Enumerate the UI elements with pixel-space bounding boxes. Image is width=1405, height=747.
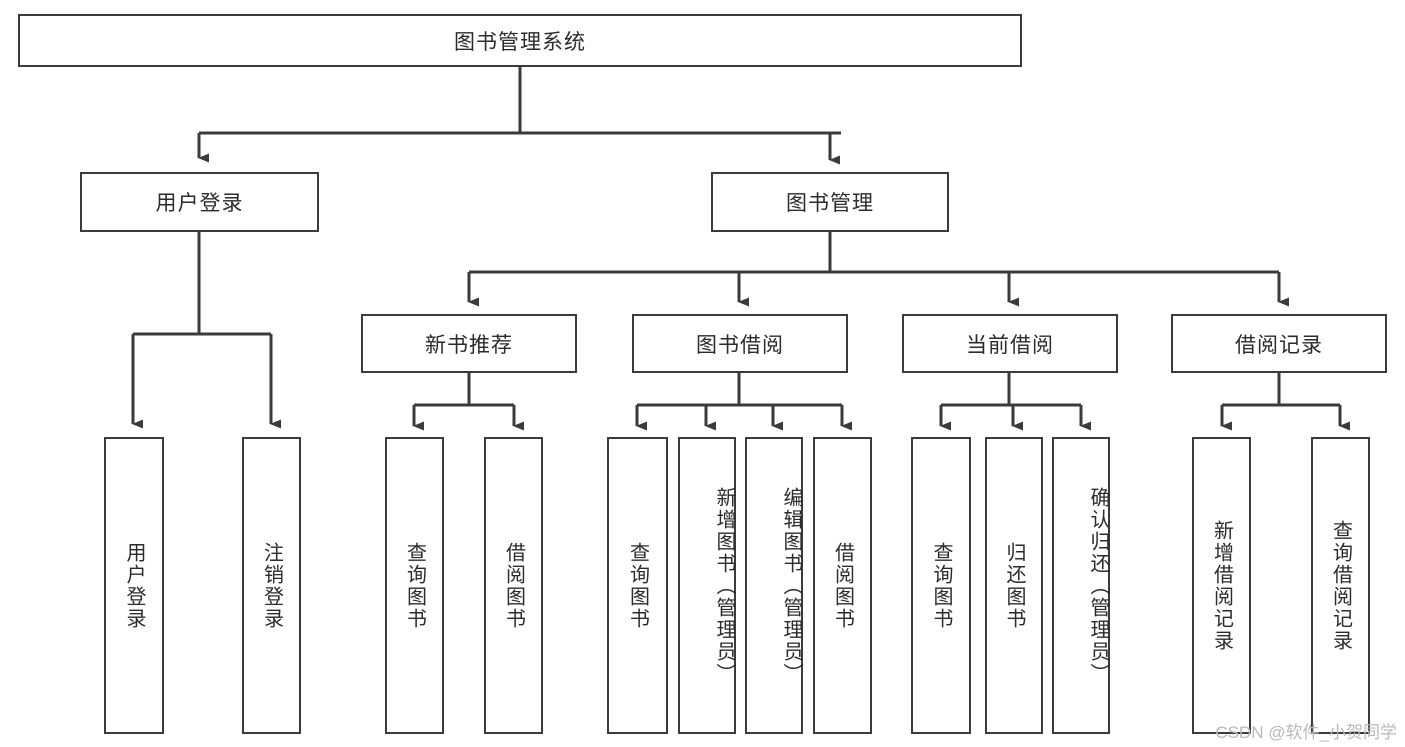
node-leaf-query-book-rec-label: 查询图书 <box>403 541 426 630</box>
node-book-manage[interactable]: 图书管理 <box>711 172 949 232</box>
node-leaf-borrow-book-rec-label: 借阅图书 <box>502 541 525 630</box>
watermark: CSDN @软件_小贺同学 <box>1215 723 1397 742</box>
node-leaf-confirm-return-admin[interactable]: 确认归还（管理员） <box>1052 437 1110 734</box>
node-leaf-logout-label: 注销登录 <box>260 541 283 630</box>
node-leaf-user-login-label: 用户登录 <box>123 541 145 630</box>
node-leaf-user-login[interactable]: 用户登录 <box>104 437 164 734</box>
node-leaf-add-book-admin[interactable]: 新增图书（管理员） <box>678 437 736 734</box>
node-root-title-label: 图书管理系统 <box>454 30 586 54</box>
node-root-title[interactable]: 图书管理系统 <box>18 14 1022 67</box>
node-current-borrow-label: 当前借阅 <box>966 333 1054 357</box>
node-book-borrow-label: 图书借阅 <box>696 333 784 357</box>
node-leaf-query-book-current[interactable]: 查询图书 <box>911 437 971 734</box>
node-leaf-borrow-book-rec[interactable]: 借阅图书 <box>484 437 543 734</box>
node-leaf-borrow-book-label: 借阅图书 <box>831 541 854 630</box>
node-leaf-confirm-return-admin-label: 确认归还（管理员） <box>1087 486 1109 685</box>
node-leaf-logout[interactable]: 注销登录 <box>242 437 301 734</box>
node-leaf-edit-book-admin[interactable]: 编辑图书（管理员） <box>745 437 803 734</box>
node-leaf-borrow-book[interactable]: 借阅图书 <box>813 437 872 734</box>
node-user-login-label: 用户登录 <box>155 192 244 215</box>
node-borrow-record-label: 借阅记录 <box>1235 333 1323 357</box>
node-leaf-add-borrow-record-label: 新增借阅记录 <box>1210 519 1233 652</box>
node-leaf-query-borrow-record[interactable]: 查询借阅记录 <box>1311 437 1370 734</box>
node-leaf-query-book-borrow[interactable]: 查询图书 <box>607 437 668 734</box>
node-leaf-query-book-current-label: 查询图书 <box>930 541 952 630</box>
node-book-borrow[interactable]: 图书借阅 <box>632 314 848 373</box>
node-new-book-recommend[interactable]: 新书推荐 <box>361 314 577 373</box>
node-leaf-query-book-rec[interactable]: 查询图书 <box>385 437 444 734</box>
node-leaf-query-borrow-record-label: 查询借阅记录 <box>1329 519 1352 652</box>
node-leaf-return-book-label: 归还图书 <box>1003 541 1025 630</box>
node-user-login[interactable]: 用户登录 <box>80 172 319 232</box>
node-current-borrow[interactable]: 当前借阅 <box>902 314 1118 373</box>
node-leaf-query-book-borrow-label: 查询图书 <box>626 541 649 630</box>
node-book-manage-label: 图书管理 <box>786 192 874 215</box>
node-leaf-edit-book-admin-label: 编辑图书（管理员） <box>780 486 802 685</box>
node-leaf-add-borrow-record[interactable]: 新增借阅记录 <box>1192 437 1251 734</box>
node-leaf-add-book-admin-label: 新增图书（管理员） <box>713 486 735 685</box>
node-leaf-return-book[interactable]: 归还图书 <box>985 437 1043 734</box>
node-new-book-recommend-label: 新书推荐 <box>425 333 513 357</box>
node-borrow-record[interactable]: 借阅记录 <box>1171 314 1387 373</box>
